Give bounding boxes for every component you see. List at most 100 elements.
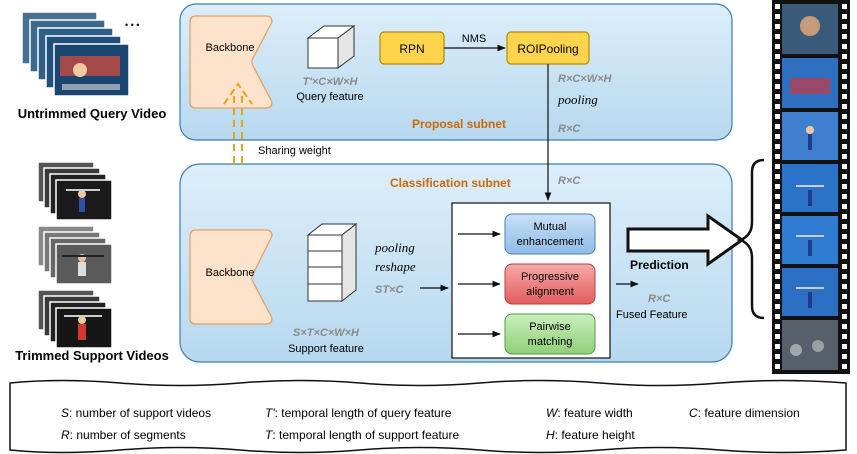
film-sprocket-hole [775,264,780,269]
legend-t-prime-desc: : temporal length of query feature [275,406,452,420]
legend-h-symbol: H [546,428,555,442]
progressive-alignment-box [504,263,596,305]
film-sprocket-hole [775,24,780,29]
film-sprocket-hole [842,304,847,309]
film-strip [772,0,850,374]
film-sprocket-hole [775,274,780,279]
query-backbone-shape [189,15,273,109]
legend-w-desc: : feature width [557,406,632,420]
film-sprocket-hole [842,254,847,259]
film-sprocket-hole [842,104,847,109]
legend-c-symbol: C [689,406,698,420]
prediction-label: Prediction [630,258,689,272]
film-sprocket-hole [842,54,847,59]
film-sprocket-hole [842,214,847,219]
prediction-arrow [626,213,745,267]
support-backbone-shape [189,229,273,325]
legend-s-desc: : number of support videos [69,406,211,420]
legend-t: T: temporal length of support feature [265,428,459,442]
legend-r-desc: : number of segments [70,428,186,442]
svg-text:S: number of support videos: S: number of support videos [61,406,211,420]
classification-subnet-title: Classification subnet [390,176,511,190]
film-sprocket-hole [775,184,780,189]
film-sprocket-hole [775,324,780,329]
support-feature-label: Support feature [288,343,364,355]
film-sprocket-hole [842,114,847,119]
query-feature-dims: T'×C×W×H [303,76,359,88]
film-sprocket-hole [842,184,847,189]
support-video-stack-2-icon [37,225,113,285]
film-sprocket-hole [775,74,780,79]
film-sprocket-hole [775,154,780,159]
film-sprocket-hole [775,4,780,9]
film-sprocket-hole [775,354,780,359]
query-feature-label: Query feature [296,91,363,103]
legend-t-prime-symbol: T' [265,406,275,420]
svg-text:C: feature dimension: C: feature dimension [689,406,800,420]
svg-text:W: feature width: W: feature width [546,406,633,420]
film-sprocket-hole [775,194,780,199]
sharing-weight-label: Sharing weight [258,145,331,157]
film-sprocket-hole [842,284,847,289]
legend-h: H: feature height [546,428,635,442]
svg-text:R: number of segments: R: number of segments [61,428,186,442]
proposal-subnet-title: Proposal subnet [412,117,506,131]
support-reshaped-dims: ST×C [375,284,404,296]
film-sprocket-hole [842,154,847,159]
film-sprocket-hole [775,94,780,99]
film-sprocket-hole [775,124,780,129]
query-feature-cube-icon [306,25,356,69]
support-feature-stack-icon [306,222,358,303]
film-sprocket-hole [842,4,847,9]
query-video-stack-icon: • • • [21,11,139,97]
film-sprocket-hole [842,204,847,209]
film-sprocket-hole [842,194,847,199]
film-sprocket-hole [842,14,847,19]
support-reshape-text: reshape [375,259,416,274]
film-sprocket-hole [775,294,780,299]
film-sprocket-hole [775,204,780,209]
roi-pooled-dims: R×C [558,123,581,135]
pairwise-matching-line-1: Pairwise [529,321,571,333]
roi-pooling-text: pooling [557,92,598,107]
legend-w: W: feature width [546,406,633,420]
film-sprocket-hole [842,94,847,99]
film-sprocket-hole [775,144,780,149]
film-sprocket-hole [775,174,780,179]
film-sprocket-hole [842,124,847,129]
nms-label: NMS [462,33,486,45]
legend-w-symbol: W [546,406,559,420]
film-sprocket-hole [842,244,847,249]
film-sprocket-hole [842,134,847,139]
legend-r-symbol: R [61,428,70,442]
film-sprocket-hole [775,114,780,119]
film-sprocket-hole [842,334,847,339]
progressive-alignment-line-2: alignment [526,286,574,298]
support-pooling-text: pooling [374,240,415,255]
film-sprocket-hole [775,164,780,169]
film-sprocket-hole [775,64,780,69]
film-sprocket-hole [842,234,847,239]
film-sprocket-hole [775,284,780,289]
legend-r: R: number of segments [61,428,186,442]
legend-t-prime: T': temporal length of query feature [265,406,452,420]
untrimmed-query-video-label: Untrimmed Query Video [18,106,167,121]
roi-dims: R×C×W×H [558,73,613,85]
legend-t-desc: : temporal length of support feature [272,428,459,442]
film-sprocket-hole [842,294,847,299]
legend-s-symbol: S [61,406,69,420]
film-sprocket-hole [775,14,780,19]
fused-dims: R×C [648,293,671,305]
film-sprocket-hole [842,44,847,49]
film-sprocket-hole [775,304,780,309]
pairwise-matching-line-2: matching [528,336,573,348]
legend-s: S: number of support videos [61,406,211,420]
film-sprocket-hole [775,244,780,249]
query-backbone-label: Backbone [206,42,255,54]
film-sprocket-hole [775,104,780,109]
film-sprocket-hole [775,234,780,239]
support-video-stack-3-icon [37,289,113,349]
support-feature-dims: S×T×C×W×H [293,327,360,339]
film-sprocket-hole [842,224,847,229]
